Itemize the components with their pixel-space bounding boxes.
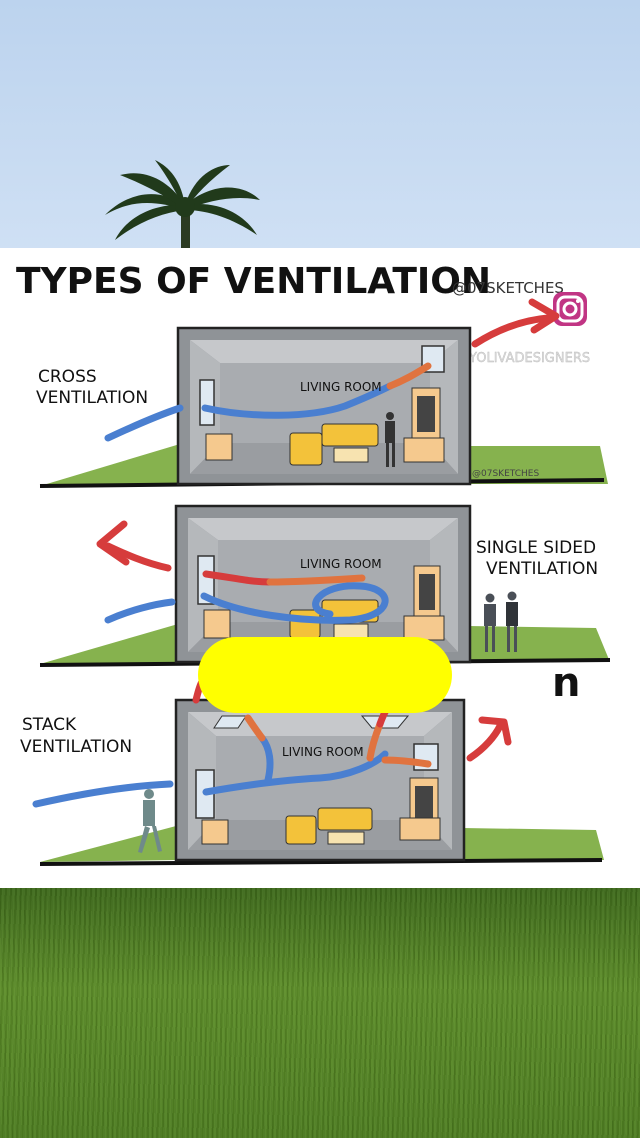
cross-ventilation-section: CROSS VENTILATION LIVING ROOM @07SKETCHE… — [36, 298, 608, 488]
cross-label-line1: CROSS — [38, 367, 97, 387]
cross-room-label: LIVING ROOM — [300, 380, 382, 394]
yellow-highlight-overlay — [198, 637, 452, 713]
watermark-text: @YOLIVADESIGNERS — [456, 351, 590, 366]
single-label-line1: SINGLE SIDED — [476, 538, 596, 558]
person-icon — [385, 412, 395, 467]
stack-room-label: LIVING ROOM — [282, 745, 364, 759]
single-room-label: LIVING ROOM — [300, 557, 382, 571]
overlay-glyph: n — [552, 660, 580, 706]
stack-label-line2: VENTILATION — [20, 737, 132, 757]
person-icon — [138, 789, 162, 853]
ventilation-diagram: TYPES OF VENTILATION @07SKETCHES @YOLIVA… — [0, 248, 640, 888]
stack-ventilation-section: STACK VENTILATION LIVING ROOM — [20, 674, 604, 866]
cross-label-line2: VENTILATION — [36, 388, 148, 408]
person-icon — [484, 591, 518, 652]
single-label-line2: VENTILATION — [486, 559, 598, 579]
diagram-title: TYPES OF VENTILATION — [16, 261, 491, 302]
handle-text: @07SKETCHES — [452, 279, 564, 297]
palm-tree-icon — [105, 160, 260, 255]
small-credit: @07SKETCHES — [472, 469, 539, 479]
sky-background — [0, 0, 640, 255]
instagram-icon — [553, 292, 587, 326]
stack-label-line1: STACK — [22, 715, 77, 735]
grass-background — [0, 888, 640, 1138]
